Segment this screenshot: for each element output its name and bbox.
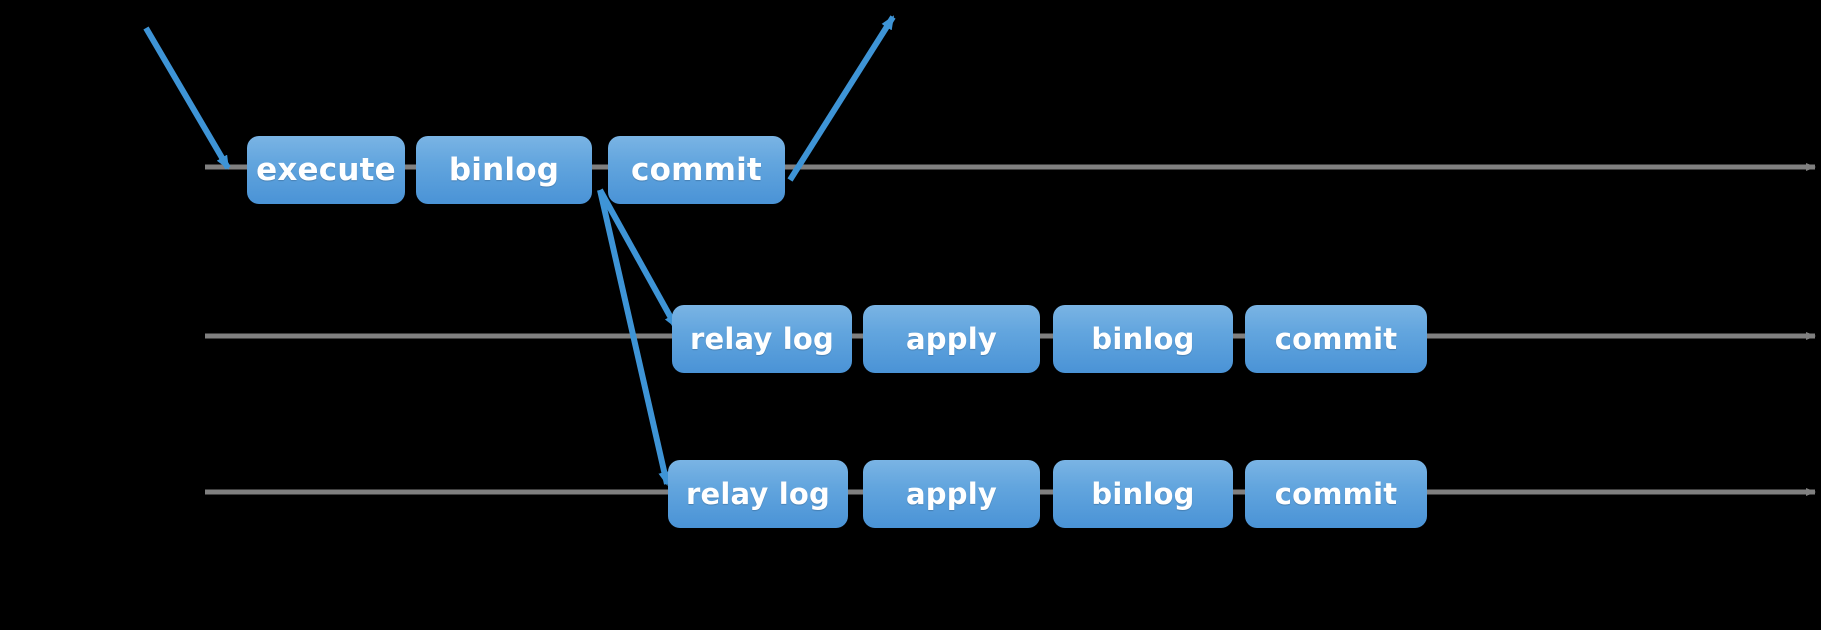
node-label: relay log <box>685 477 830 511</box>
node-label: binlog <box>1091 322 1195 356</box>
node-slave-1-apply[interactable]: apply <box>863 305 1040 373</box>
node-label: commit <box>631 152 762 188</box>
node-slave-2-commit[interactable]: commit <box>1245 460 1427 528</box>
node-master-binlog[interactable]: binlog <box>416 136 592 204</box>
node-slave-1-commit[interactable]: commit <box>1245 305 1427 373</box>
node-slave-1-binlog[interactable]: binlog <box>1053 305 1233 373</box>
node-slave-2-relay-log[interactable]: relay log <box>668 460 848 528</box>
node-master-commit[interactable]: commit <box>608 136 785 204</box>
node-label: apply <box>906 322 997 356</box>
node-slave-2-binlog[interactable]: binlog <box>1053 460 1233 528</box>
node-slave-1-relay-log[interactable]: relay log <box>672 305 852 373</box>
node-master-execute[interactable]: execute <box>247 136 405 204</box>
node-label: commit <box>1274 322 1398 356</box>
node-label: binlog <box>448 152 560 188</box>
node-label: execute <box>256 152 396 188</box>
node-label: relay log <box>689 322 834 356</box>
node-slave-2-apply[interactable]: apply <box>863 460 1040 528</box>
node-label: binlog <box>1091 477 1195 511</box>
node-label: commit <box>1274 477 1398 511</box>
node-label: apply <box>906 477 997 511</box>
